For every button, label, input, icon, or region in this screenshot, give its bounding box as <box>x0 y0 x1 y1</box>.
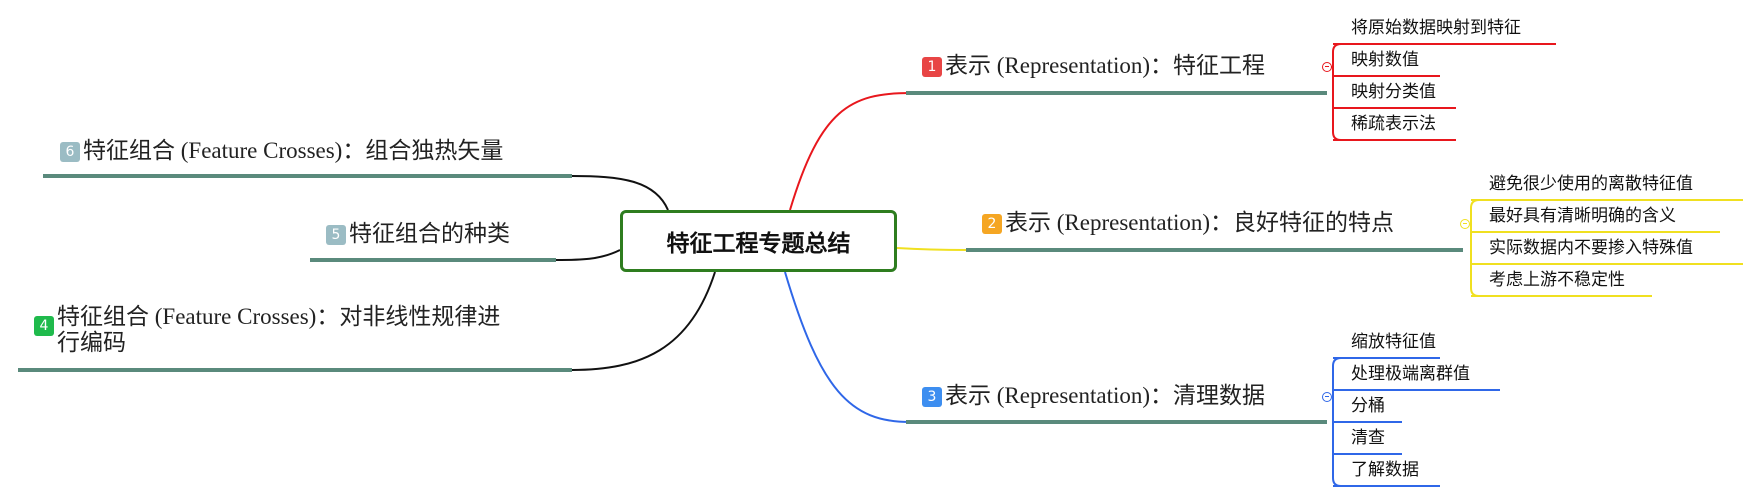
priority-badge-4: 4 <box>34 316 54 336</box>
subtopic-2-3[interactable]: 实际数据内不要掺入特殊值 <box>1489 238 1693 258</box>
topic-label: 表示 (Representation)：清理数据 <box>945 383 1266 408</box>
branch-curve-4 <box>571 271 716 371</box>
children-connectors-2 <box>1470 199 1743 297</box>
subtopic-1-1[interactable]: 将原始数据映射到特征 <box>1351 18 1521 38</box>
subtopic-3-3[interactable]: 分桶 <box>1351 396 1385 416</box>
subtopic-3-5[interactable]: 了解数据 <box>1351 460 1419 480</box>
topic-label: 表示 (Representation)：特征工程 <box>945 53 1266 78</box>
branch-curve-3 <box>784 271 911 423</box>
subtopic-1-3[interactable]: 映射分类值 <box>1351 82 1436 102</box>
central-topic[interactable]: 特征工程专题总结 <box>620 210 897 272</box>
collapse-toggle-icon-3[interactable] <box>1322 392 1332 402</box>
branch-curve-2 <box>896 247 969 251</box>
branch-curve-1 <box>789 92 911 211</box>
priority-badge-3: 3 <box>922 387 942 407</box>
children-connectors-3 <box>1332 357 1500 487</box>
subtopic-3-2[interactable]: 处理极端离群值 <box>1351 364 1470 384</box>
topic-label: 特征组合的种类 <box>349 221 510 246</box>
subtopic-1-4[interactable]: 稀疏表示法 <box>1351 114 1436 134</box>
subtopic-1-2[interactable]: 映射数值 <box>1351 50 1419 70</box>
topic-label: 表示 (Representation)：良好特征的特点 <box>1005 210 1395 235</box>
subtopic-2-4[interactable]: 考虑上游不稳定性 <box>1489 270 1625 290</box>
subtopic-2-1[interactable]: 避免很少使用的离散特征值 <box>1489 174 1693 194</box>
branch-curve-6 <box>571 175 669 211</box>
topic-label-line-2: 行编码 <box>57 330 126 355</box>
subtopic-3-4[interactable]: 清查 <box>1351 428 1385 448</box>
collapse-toggle-icon-1[interactable] <box>1322 62 1332 72</box>
subtopic-3-1[interactable]: 缩放特征值 <box>1351 332 1436 352</box>
priority-badge-6: 6 <box>60 142 80 162</box>
priority-badge-5: 5 <box>326 225 346 245</box>
subtopic-2-2[interactable]: 最好具有清晰明确的含义 <box>1489 206 1676 226</box>
topic-label-line-1: 特征组合 (Feature Crosses)：对非线性规律进 <box>57 304 501 329</box>
topic-label: 特征组合 (Feature Crosses)：组合独热矢量 <box>83 138 504 163</box>
priority-badge-2: 2 <box>982 214 1002 234</box>
priority-badge-1: 1 <box>922 57 942 77</box>
topic-label: 特征组合 (Feature Crosses)：对非线性规律进行编码 <box>57 304 500 356</box>
collapse-toggle-icon-2[interactable] <box>1460 219 1470 229</box>
branch-curve-5 <box>555 249 621 261</box>
